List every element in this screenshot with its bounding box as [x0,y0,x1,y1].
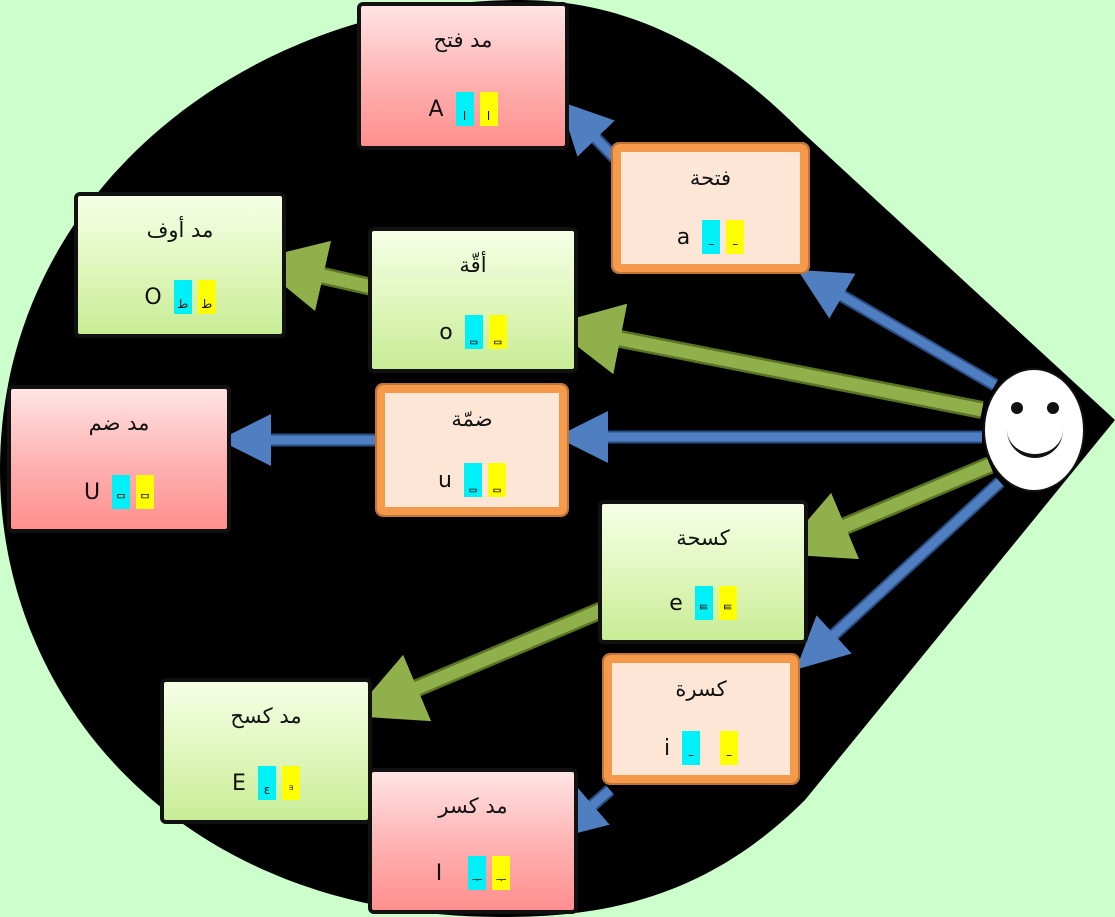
box-title: مد فتح [433,28,493,52]
box-title: كسرة [675,677,727,701]
box-uffa: أقّة o ᆷ ᆷ [368,227,578,373]
box-title: كسحة [676,526,730,550]
latin-letter: o [439,319,453,345]
cyan-glyph-tile: – [682,731,701,765]
latin-letter: I [435,860,443,886]
box-row: o ᆷ ᆷ [372,315,574,349]
box-row: e ᄐ ᄐ [602,586,804,620]
cyan-glyph-tile: ᄆ [112,475,131,509]
box-title: مد أوف [146,218,214,242]
box-row: U ᄆ ᄆ [11,475,227,509]
yellow-glyph-tile: – [726,220,745,254]
right-eye [1047,402,1059,414]
yellow-glyph-tile: – [720,731,739,765]
box-kasha: كسحة e ᄐ ᄐ [598,500,808,644]
cyan-glyph-tile: ᆷ [463,463,482,497]
latin-letter: e [669,590,683,616]
cyan-glyph-tile: ا [455,92,474,126]
box-row: i – – [612,731,790,765]
box-title: مد كسح [230,704,302,728]
cyan-glyph-tile: ᄐ [694,586,713,620]
yellow-glyph-tile: ᄆ [136,475,155,509]
cyan-glyph-tile: ط [173,280,192,314]
box-row: E ε ᴲ [164,766,368,800]
cyan-glyph-tile: ᆷ [464,315,483,349]
cyan-glyph-tile: ε [257,766,276,800]
left-eye [1011,402,1023,414]
box-mad-ouf: مد أوف O ط ط [74,192,286,338]
yellow-glyph-tile: ᆷ [487,463,506,497]
yellow-glyph-tile: ᅮ [492,856,511,890]
box-title: فتحة [689,166,732,190]
latin-letter: O [144,284,162,310]
box-damma: ضمّة u ᆷ ᆷ [375,383,569,517]
yellow-glyph-tile: ᴲ [281,766,300,800]
latin-letter: A [428,96,444,122]
box-row: A ا ا [361,92,565,126]
box-row: I ᅮ ᅮ [372,856,574,890]
latin-letter: E [232,770,246,796]
box-mad-kasr: مد كسر I ᅮ ᅮ [368,768,578,914]
box-mad-kash: مد كسح E ε ᴲ [160,678,372,824]
box-mad-fath: مد فتح A ا ا [357,2,569,150]
yellow-glyph-tile: ᆷ [488,315,507,349]
box-title: مد ضم [88,411,150,435]
latin-letter: i [663,735,671,761]
box-mad-dam: مد ضم U ᄆ ᄆ [7,385,231,533]
latin-letter: U [83,479,101,505]
box-row: a – – [621,220,800,254]
latin-letter: a [676,224,691,250]
smiley-face-icon [983,368,1085,492]
smile-mouth [1007,418,1063,458]
box-fatha: فتحة a – – [611,142,810,274]
box-kasra: كسرة i – – [602,653,800,785]
latin-letter: u [438,467,452,493]
box-row: u ᆷ ᆷ [385,463,559,497]
box-title: مد كسر [438,794,508,818]
box-title: ضمّة [451,407,493,431]
yellow-glyph-tile: ا [479,92,498,126]
yellow-glyph-tile: ط [197,280,216,314]
cyan-glyph-tile: ᅮ [468,856,487,890]
yellow-glyph-tile: ᄐ [718,586,737,620]
box-title: أقّة [459,253,487,277]
cyan-glyph-tile: – [702,220,721,254]
box-row: O ط ط [78,280,282,314]
